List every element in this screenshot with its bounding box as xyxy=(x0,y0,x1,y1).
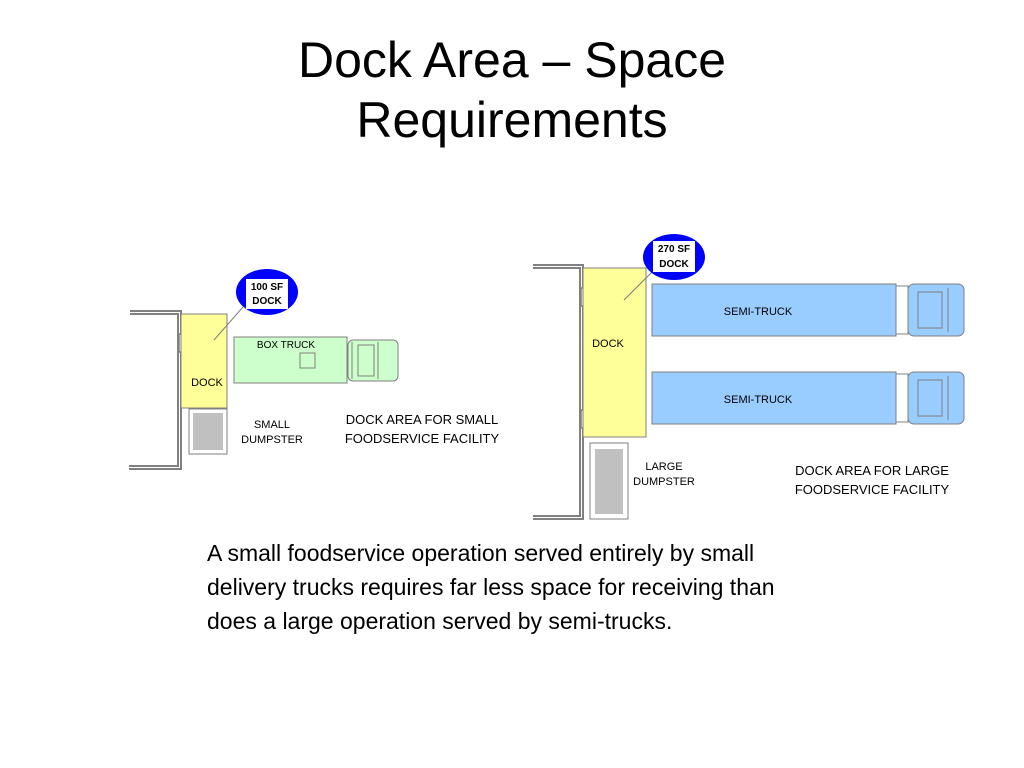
large-dock-label: DOCK xyxy=(592,338,624,350)
large-facility-caption-line-1: DOCK AREA FOR LARGE xyxy=(795,463,949,478)
slide-title-line-1: Dock Area – Space xyxy=(297,32,727,88)
small-facility-caption-line-2: FOODSERVICE FACILITY xyxy=(345,431,500,446)
large-dumpster-label-line-2: DUMPSTER xyxy=(633,476,695,488)
large-dock-badge-area: 270 SF xyxy=(658,244,690,255)
large-facility-plan: DOCK 270 SF DOCK SEMI-TRUCK SEMI-TRUCK xyxy=(533,234,965,520)
large-facility-caption-line-2: FOODSERVICE FACILITY xyxy=(795,482,950,497)
large-dumpster-bin xyxy=(595,449,623,514)
small-badge-leader xyxy=(213,306,244,341)
large-dock-badge-label: DOCK xyxy=(659,259,689,270)
large-building-wall xyxy=(533,264,584,520)
semi-truck-1-label: SEMI-TRUCK xyxy=(724,306,793,318)
large-badge-leader xyxy=(623,271,653,301)
box-truck-cab xyxy=(347,339,399,382)
semi-truck-2-label: SEMI-TRUCK xyxy=(724,394,793,406)
box-truck-body xyxy=(233,336,348,384)
small-facility-plan: DOCK 100 SF DOCK BOX TRUCK SMALL DUM xyxy=(129,269,500,470)
large-dock-badge-inner xyxy=(653,241,695,272)
large-dumpster-label-line-1: LARGE xyxy=(645,461,682,473)
small-dock-label: DOCK xyxy=(191,377,223,389)
box-truck-label: BOX TRUCK xyxy=(257,340,315,351)
small-facility-caption-line-1: DOCK AREA FOR SMALL xyxy=(346,412,498,427)
slide-title: Dock Area – Space Requirements xyxy=(0,30,1024,150)
slide-title-line-2: Requirements xyxy=(356,92,668,148)
box-truck-roof-vent xyxy=(299,352,316,369)
small-dock-badge-area: 100 SF xyxy=(251,282,283,293)
large-dock-area xyxy=(582,267,647,438)
small-dock-area xyxy=(180,313,228,409)
small-dock-badge-label: DOCK xyxy=(252,296,282,307)
small-dock-badge-inner xyxy=(246,279,288,309)
semi-truck-2-trailer xyxy=(651,371,897,425)
semi-truck-1-cab xyxy=(895,283,965,337)
semi-truck-2-cab xyxy=(895,371,965,425)
small-dumpster-label-line-2: DUMPSTER xyxy=(241,434,303,446)
slide-body-text: A small foodservice operation served ent… xyxy=(207,540,775,634)
small-dumpster-label-line-1: SMALL xyxy=(254,419,290,431)
small-building-wall xyxy=(129,310,182,470)
small-dumpster-bin xyxy=(193,413,223,450)
